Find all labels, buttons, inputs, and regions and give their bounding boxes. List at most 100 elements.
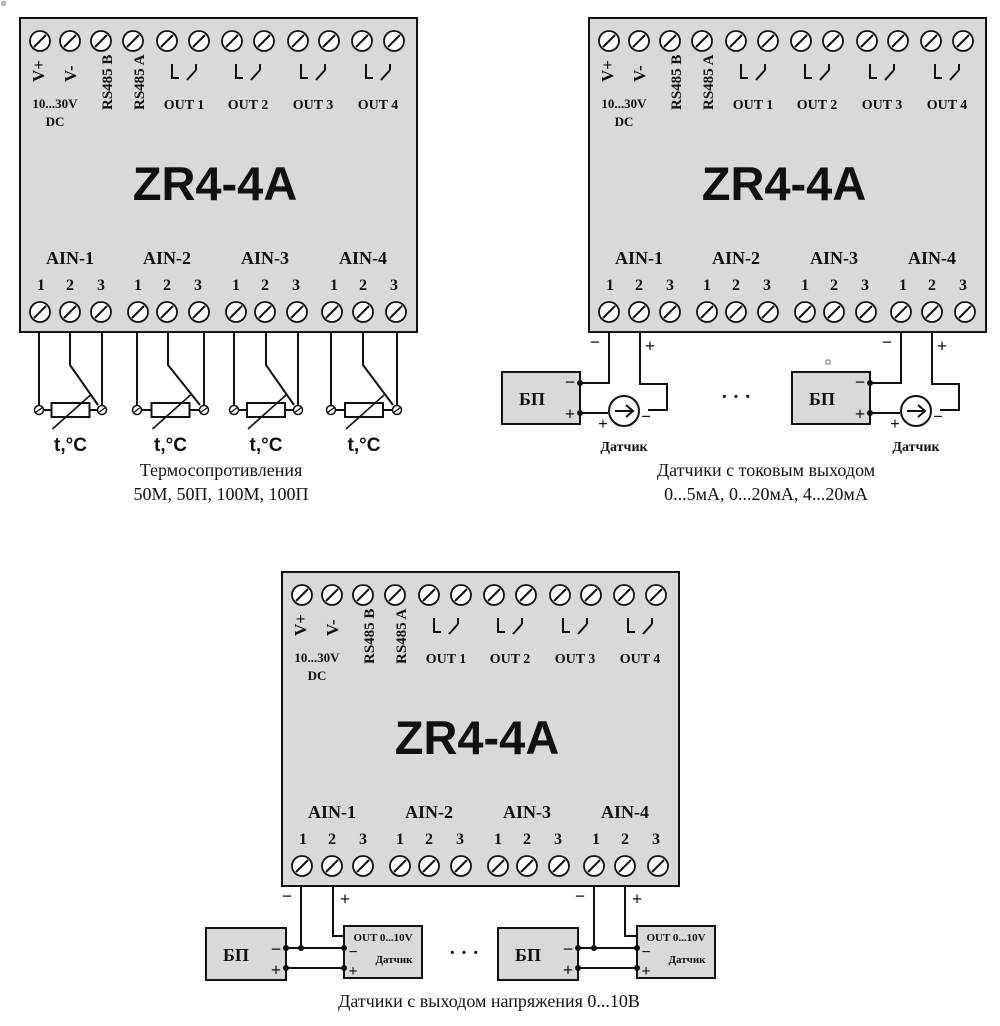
analog-input-label: AIN-3 [503, 802, 551, 822]
pin-number: 3 [652, 831, 660, 848]
screw-terminal [887, 30, 909, 52]
relay-switch-contact [755, 64, 766, 81]
screw-slot [891, 34, 905, 48]
output-label: OUT 1 [164, 98, 205, 113]
wire-pin2 [265, 332, 295, 406]
output-label: OUT 3 [862, 98, 903, 113]
relay-nc-contact [869, 64, 877, 79]
junction [591, 945, 597, 951]
screw-slot [325, 305, 339, 319]
pin-number: 1 [606, 277, 614, 294]
pin-number: 1 [396, 831, 404, 848]
screw-terminal [757, 30, 779, 52]
screw-terminal [286, 301, 308, 323]
screw-slot [826, 34, 840, 48]
power-plus-label: V+ [598, 60, 617, 82]
output-label: OUT 1 [426, 652, 467, 667]
screw-slot [552, 859, 566, 873]
power-supply-label: БП [519, 389, 545, 409]
rtd-terminal-slash [34, 406, 44, 414]
sensor-output-label: OUT 0...10V [353, 932, 412, 944]
screw-slot [33, 305, 47, 319]
junction [341, 965, 347, 971]
pin-number: 2 [732, 277, 740, 294]
voltage-type-label: DC [615, 114, 634, 129]
screw-slot [860, 34, 874, 48]
pin-number: 2 [425, 831, 433, 848]
pin-number: 1 [703, 277, 711, 294]
analog-input-label: AIN-3 [810, 248, 858, 268]
voltage-caption: Датчики с выходом напряжения 0...10В [338, 991, 640, 1011]
screw-slot [519, 588, 533, 602]
junction [341, 945, 347, 951]
sensor-label: Датчик [375, 954, 413, 966]
sensor-label: Датчик [892, 440, 940, 455]
screw-terminal [352, 584, 374, 606]
screw-terminal [90, 30, 112, 52]
pin-plus-mark: + [645, 336, 655, 356]
psu-plus: + [271, 960, 281, 980]
screw-terminal [59, 30, 81, 52]
current-caption-line2: 0...5мА, 0...20мА, 4...20мА [664, 484, 868, 504]
power-supply-label: БП [223, 945, 249, 965]
rtd-variable-arrow [151, 394, 192, 430]
rtd-resistor [344, 402, 384, 418]
rtd-terminal-slash [326, 406, 336, 414]
screw-terminal [221, 30, 243, 52]
screw-slot [602, 305, 616, 319]
analog-input-label: AIN-4 [908, 248, 956, 268]
screw-slot [700, 305, 714, 319]
pin-minus-mark: − [590, 332, 600, 352]
screw-slot [454, 859, 468, 873]
junction [283, 965, 289, 971]
voltage-sensor-box [636, 925, 716, 979]
screw-slot [649, 588, 663, 602]
psu-plus: + [855, 404, 865, 424]
screw-terminal [598, 301, 620, 323]
rtd-caption-line1: Термосопротивления [140, 460, 303, 480]
screw-terminal [127, 301, 149, 323]
screw-slot [295, 588, 309, 602]
relay-switch-contact [250, 64, 261, 81]
relay-nc-contact [235, 64, 243, 79]
rtd-variable-arrow [345, 394, 385, 430]
screw-slot [160, 305, 174, 319]
rtd-caption-line2: 50М, 50П, 100М, 100П [133, 484, 308, 504]
pin-number: 3 [194, 277, 202, 294]
voltage-sensor-box [343, 925, 423, 979]
junction [298, 945, 304, 951]
relay-nc-contact [433, 618, 441, 633]
screw-terminal [352, 855, 374, 877]
screw-terminal [483, 584, 505, 606]
power-minus-label: V- [630, 65, 649, 82]
voltage-range-label: 10...30V [294, 650, 340, 665]
relay-switch-contact [642, 618, 653, 635]
junction [575, 965, 581, 971]
screw-slot [192, 34, 206, 48]
screw-terminal [383, 30, 405, 52]
relay-switch-contact [819, 64, 830, 81]
psu-plus: + [563, 960, 573, 980]
screw-terminal [921, 301, 943, 323]
screw-slot [387, 34, 401, 48]
pin-number: 1 [330, 277, 338, 294]
screw-terminal [952, 30, 974, 52]
power-supply-box [791, 371, 871, 425]
output-label: OUT 3 [293, 98, 334, 113]
pin-number: 3 [292, 277, 300, 294]
screw-slot [859, 305, 873, 319]
relay-switch-contact [186, 64, 197, 81]
pin-plus-mark: + [937, 336, 947, 356]
pin-number: 3 [390, 277, 398, 294]
relay-nc-contact [627, 618, 635, 633]
screw-slot [258, 305, 272, 319]
screw-terminal [29, 301, 51, 323]
screw-slot [94, 34, 108, 48]
screw-terminal [548, 855, 570, 877]
screw-slot [651, 859, 665, 873]
screw-slot [958, 305, 972, 319]
screw-slot [794, 34, 808, 48]
screw-terminal [287, 30, 309, 52]
